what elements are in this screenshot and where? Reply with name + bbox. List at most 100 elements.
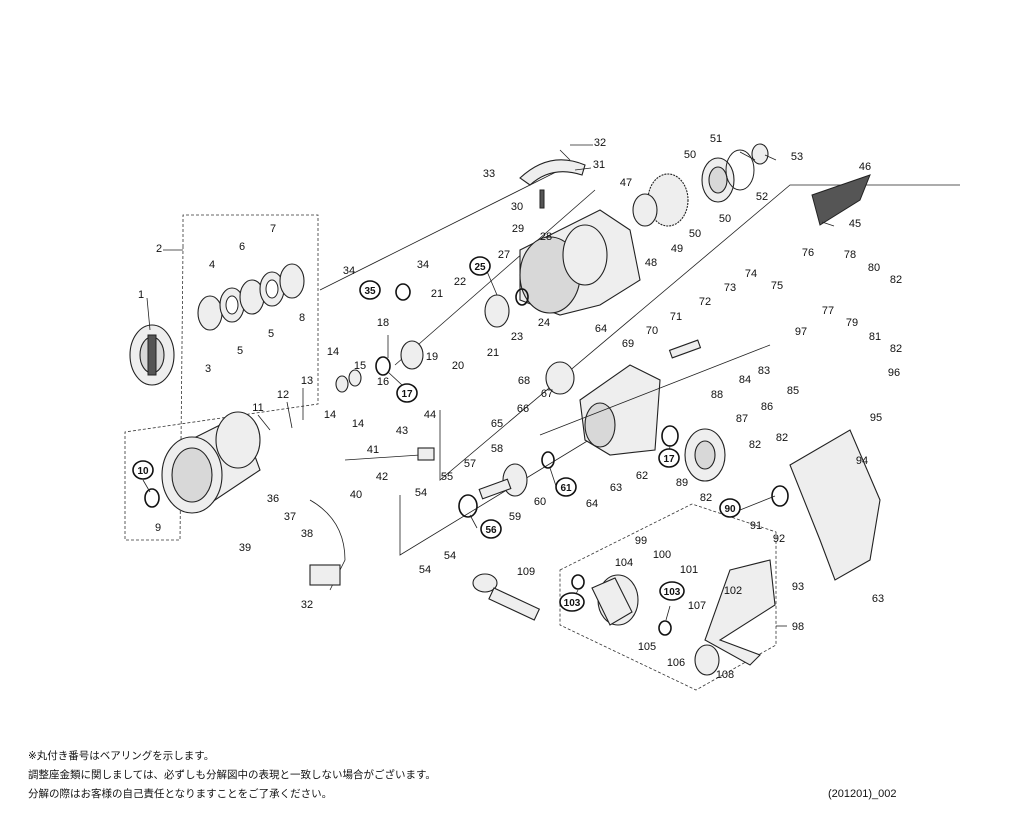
part-callout: 99	[635, 535, 647, 547]
part-callout: 59	[509, 511, 521, 523]
bearing-callout: 103	[564, 598, 581, 609]
part-callout: 104	[615, 557, 633, 569]
drive-gear-part	[661, 425, 726, 482]
part-callout: 30	[511, 201, 523, 213]
part-callout: 5	[268, 328, 274, 340]
part-callout: 108	[716, 669, 734, 681]
handle-part	[571, 559, 776, 676]
part-callout: 44	[424, 409, 436, 421]
part-callout: 86	[761, 401, 773, 413]
part-callout: 43	[396, 425, 408, 437]
bearing-callout: 103	[664, 587, 681, 598]
part-callout: 100	[653, 549, 671, 561]
part-callout: 4	[209, 259, 215, 271]
part-callout: 45	[849, 218, 861, 230]
part-callout: 98	[792, 621, 804, 633]
part-callout: 14	[324, 409, 336, 421]
rotor-guard-part	[811, 174, 871, 226]
part-callout: 1	[138, 289, 144, 301]
part-callout: 27	[498, 249, 510, 261]
part-callout: 40	[350, 489, 362, 501]
part-callout: 76	[802, 247, 814, 259]
part-callout: 22	[454, 276, 466, 288]
body-cover-part	[771, 429, 881, 581]
part-callout: 68	[518, 375, 530, 387]
part-callout: 31	[593, 159, 605, 171]
bearing-marker	[396, 383, 418, 403]
bearing-callout: 25	[474, 262, 486, 273]
part-callout: 82	[700, 492, 712, 504]
part-callout: 82	[776, 432, 788, 444]
part-callout: 46	[859, 161, 871, 173]
part-callout: 102	[724, 585, 742, 597]
part-callout: 16	[377, 376, 389, 388]
part-callout: 54	[415, 487, 427, 499]
drag-knob-part	[129, 324, 175, 386]
part-callout: 12	[277, 389, 289, 401]
part-callout: 109	[517, 566, 535, 578]
part-callout: 82	[890, 343, 902, 355]
part-callouts: 1234556789101112131414141516171819202121…	[132, 133, 902, 681]
rotor-upper-line	[319, 169, 561, 291]
bearing-marker	[555, 477, 577, 497]
part-callout: 72	[699, 296, 711, 308]
part-callout: 49	[671, 243, 683, 255]
footnote-washers: 調整座金類に関しましては、必ずしも分解図中の表現と一致しない場合がございます。	[28, 769, 436, 781]
part-callout: 3	[205, 363, 211, 375]
part-callout: 6	[239, 241, 245, 253]
bearing-marker	[359, 280, 381, 300]
part-callout: 48	[645, 257, 657, 269]
part-callout: 107	[688, 600, 706, 612]
part-callout: 65	[491, 418, 503, 430]
part-callout: 62	[636, 470, 648, 482]
part-callout: 28	[540, 231, 552, 243]
footnote-disclaimer: 分解の際はお客様の自己責任となりますことをご了承ください。	[28, 788, 333, 800]
part-callout: 24	[538, 317, 550, 329]
part-callout: 9	[155, 522, 161, 534]
part-callout: 64	[586, 498, 598, 510]
tool-part	[472, 573, 541, 621]
part-callout: 36	[267, 493, 279, 505]
handle-assembly-box	[559, 503, 777, 691]
rotor-part	[395, 209, 641, 328]
part-callout: 93	[792, 581, 804, 593]
footnote-bearing: ※丸付き番号はベアリングを示します。	[28, 750, 215, 762]
part-callout: 51	[710, 133, 722, 145]
part-callout: 32	[594, 137, 606, 149]
part-callout: 2	[156, 243, 162, 255]
part-callout: 57	[464, 458, 476, 470]
part-callout: 74	[745, 268, 757, 280]
drag-washers-part	[197, 263, 305, 331]
diagram-code: (201201)_002	[828, 788, 897, 800]
bearing-marker	[719, 498, 741, 518]
part-callout: 82	[749, 439, 761, 451]
part-callout: 19	[426, 351, 438, 363]
part-callout: 70	[646, 325, 658, 337]
part-callout: 89	[676, 477, 688, 489]
footnotes: ※丸付き番号はベアリングを示します。 調整座金類に関しましては、必ずしも分解図中…	[28, 747, 436, 804]
part-callout: 73	[724, 282, 736, 294]
part-callout: 55	[441, 471, 453, 483]
spool-part	[144, 411, 261, 514]
part-callout: 41	[367, 444, 379, 456]
part-callout: 34	[343, 265, 355, 277]
part-callout: 37	[284, 511, 296, 523]
part-callout: 95	[870, 412, 882, 424]
part-callout: 66	[517, 403, 529, 415]
part-callout: 7	[270, 223, 276, 235]
bearing-marker	[559, 592, 585, 612]
part-callout: 38	[301, 528, 313, 540]
part-callout: 94	[856, 455, 868, 467]
part-callout: 8	[299, 312, 305, 324]
bail-wire-part	[309, 447, 435, 591]
pinion-part	[458, 451, 555, 518]
rotor-divider	[394, 189, 596, 366]
part-callout: 14	[352, 418, 364, 430]
part-callout: 81	[869, 331, 881, 343]
part-callout: 21	[431, 288, 443, 300]
part-callout: 101	[680, 564, 698, 576]
bearing-callout: 61	[560, 483, 572, 494]
part-callout: 75	[771, 280, 783, 292]
part-callout: 67	[541, 388, 553, 400]
